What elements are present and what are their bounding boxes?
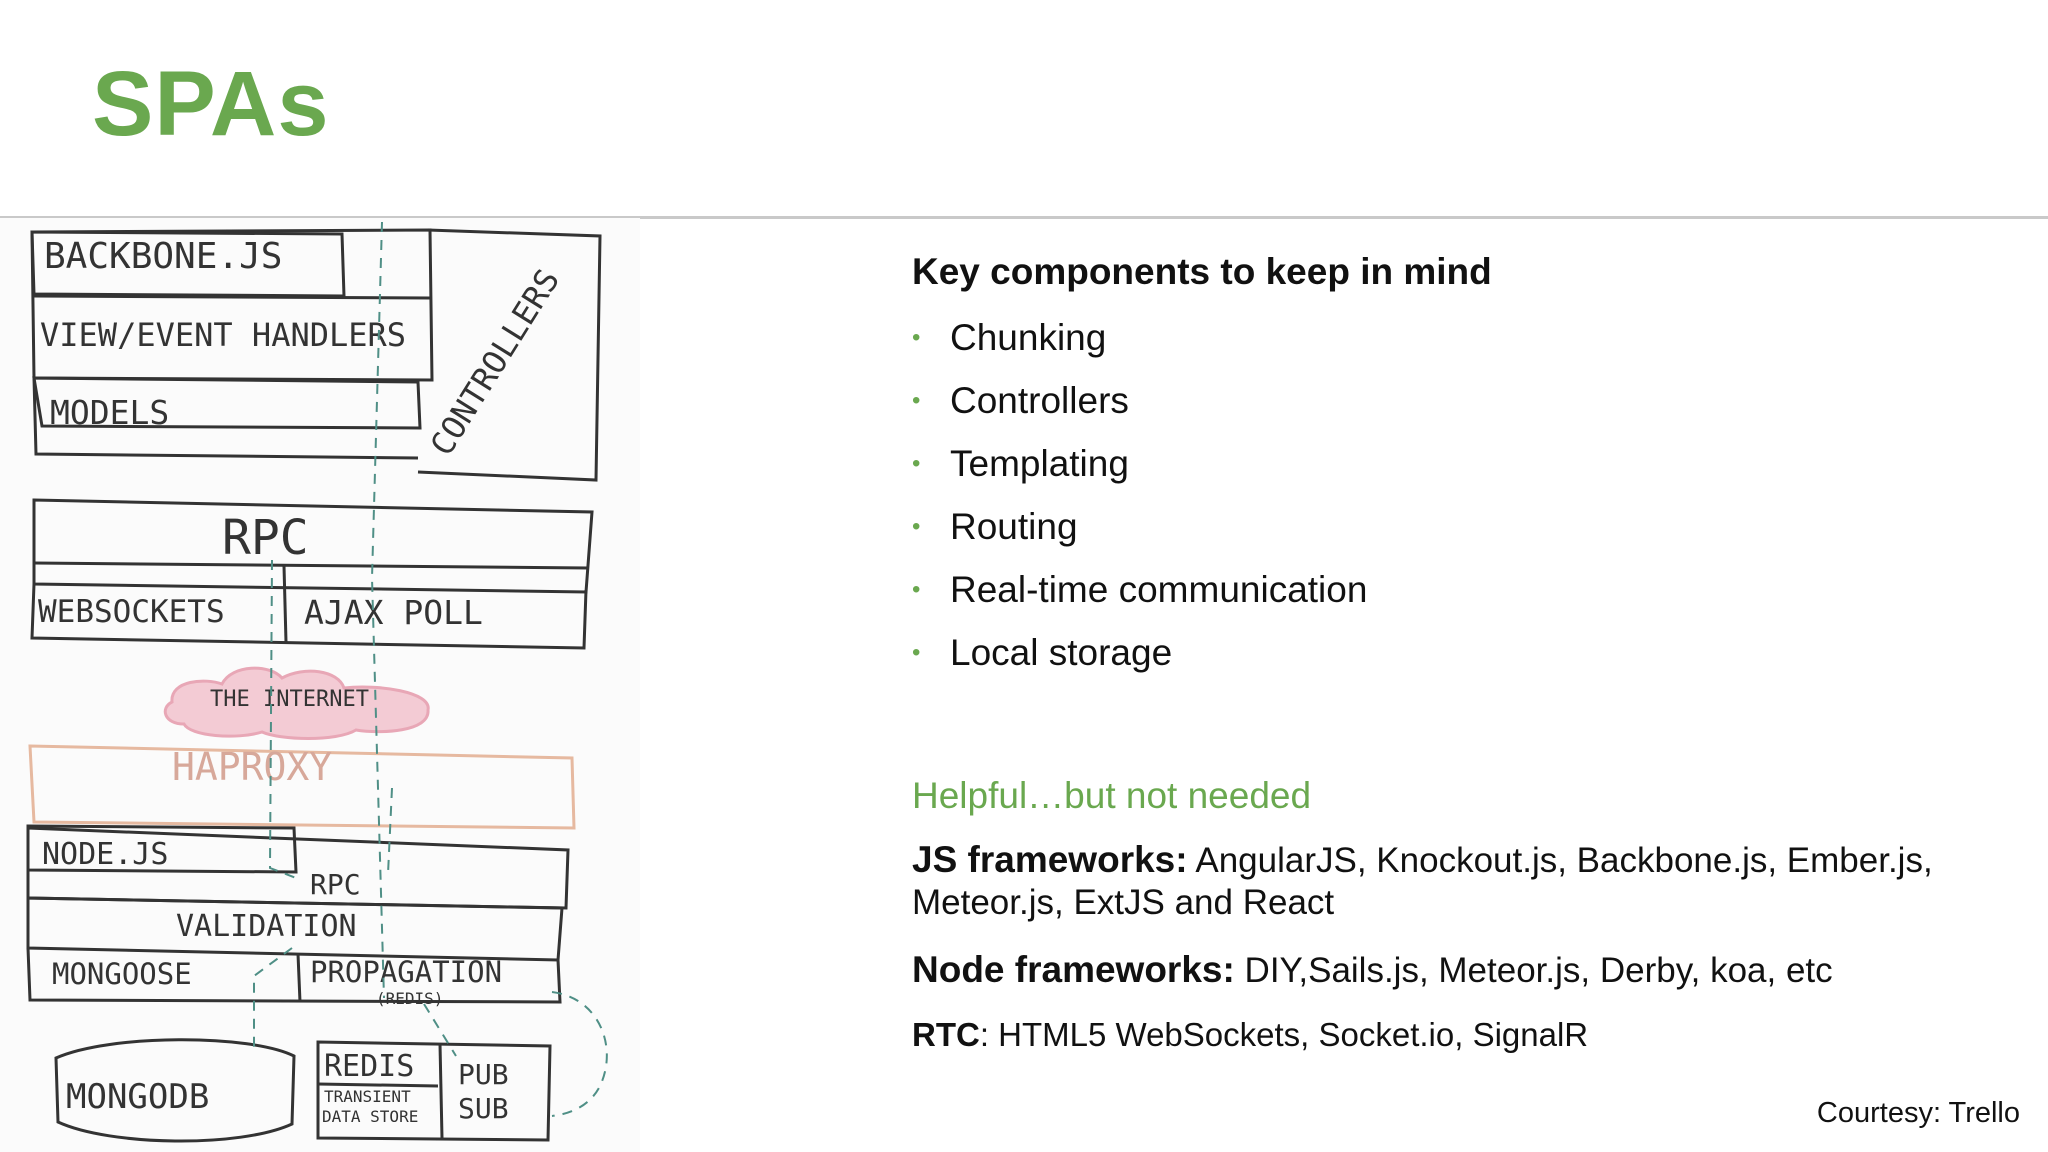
ajax-poll-label: AJAX POLL <box>304 593 483 632</box>
list-item: • Real-time communication <box>912 558 2012 621</box>
internet-label: THE INTERNET <box>210 687 369 712</box>
list-item-label: Controllers <box>950 379 1129 421</box>
list-item-label: Real-time communication <box>950 568 1368 610</box>
controllers-label: CONTROLLERS <box>423 262 568 462</box>
backbone-label: BACKBONE.JS <box>44 236 282 277</box>
nodejs-label: NODE.JS <box>42 837 168 872</box>
models-frame <box>32 376 422 430</box>
rpc-top-label: RPC <box>222 510 309 566</box>
list-item: • Routing <box>912 495 2012 558</box>
haproxy-frame <box>28 744 576 830</box>
rtc-label: RTC <box>912 1015 980 1053</box>
mongoose-label: MONGOOSE <box>52 957 192 991</box>
helpful-heading: Helpful…but not needed <box>912 775 1312 817</box>
list-item: • Templating <box>912 432 2012 495</box>
slide-title: SPAs <box>92 53 330 155</box>
rtc-value: : HTML5 WebSockets, Socket.io, SignalR <box>979 1015 1589 1053</box>
node-block <box>26 824 570 1004</box>
list-item-label: Chunking <box>950 316 1107 358</box>
list-item: • Controllers <box>912 369 2012 432</box>
key-components-heading: Key components to keep in mind <box>912 251 1492 292</box>
bullet-icon: • <box>912 386 921 414</box>
list-item-label: Routing <box>950 505 1078 547</box>
view-handlers-label: VIEW/EVENT HANDLERS <box>40 316 406 354</box>
datastore-block <box>54 1038 552 1143</box>
sub-label: SUB <box>458 1092 509 1125</box>
bullet-icon: • <box>912 323 921 351</box>
haproxy-label: HAPROXY <box>172 745 332 789</box>
models-label: MODELS <box>50 393 169 432</box>
js-frameworks-value: AngularJS, Knockout.js, Backbone.js, Emb… <box>912 840 1933 923</box>
websockets-label: WEBSOCKETS <box>38 594 225 630</box>
internet-cloud <box>163 666 430 740</box>
rtc-line: RTC: HTML5 WebSockets, Socket.io, Signal… <box>912 1015 2012 1055</box>
mongodb-label: MONGODB <box>66 1077 209 1117</box>
rpc-bottom-label: RPC <box>310 868 361 901</box>
transient-label-1: TRANSIENT <box>324 1087 411 1106</box>
js-frameworks-label: JS frameworks: <box>912 838 1188 880</box>
key-components-list: • Chunking • Controllers • Templating • Rout… <box>912 306 2012 684</box>
list-item: • Chunking <box>912 306 2012 369</box>
node-frameworks-line: Node frameworks: DIY,Sails.js, Meteor.js… <box>912 947 2012 993</box>
bullet-icon: • <box>912 512 921 540</box>
architecture-diagram: BACKBONE.JS VIEW/EVENT HANDLERS MODELS C… <box>26 221 608 1143</box>
node-frameworks-label: Node frameworks: <box>912 949 1235 991</box>
js-frameworks-line: JS frameworks: AngularJS, Knockout.js, B… <box>912 837 2012 925</box>
propagation-label: PROPAGATION <box>310 955 502 989</box>
list-item-label: Local storage <box>950 631 1173 673</box>
pub-label: PUB <box>458 1058 509 1091</box>
node-frameworks-value: DIY,Sails.js, Meteor.js, Derby, koa, etc <box>1234 951 1833 991</box>
validation-label: VALIDATION <box>176 909 357 944</box>
flow-lines <box>253 221 608 1117</box>
list-item-label: Templating <box>950 442 1129 484</box>
architecture-sketch: BACKBONE.JS VIEW/EVENT HANDLERS MODELS C… <box>0 218 640 1152</box>
rpc-block <box>30 498 594 650</box>
bullet-icon: • <box>912 575 921 603</box>
bullet-icon: • <box>912 638 921 666</box>
client-block <box>30 228 602 482</box>
bullet-icon: • <box>912 449 921 477</box>
courtesy-credit: Courtesy: Trello <box>1816 1097 2020 1129</box>
controllers-frame <box>417 228 602 482</box>
content-panel: Key components to keep in mind • Chunking… <box>912 250 2012 1054</box>
title-divider <box>0 216 2048 219</box>
transient-label-2: DATA STORE <box>322 1107 418 1126</box>
list-item: • Local storage <box>912 621 2012 684</box>
redis-label: REDIS <box>324 1049 414 1084</box>
redis-small-label: (REDIS) <box>376 989 443 1008</box>
